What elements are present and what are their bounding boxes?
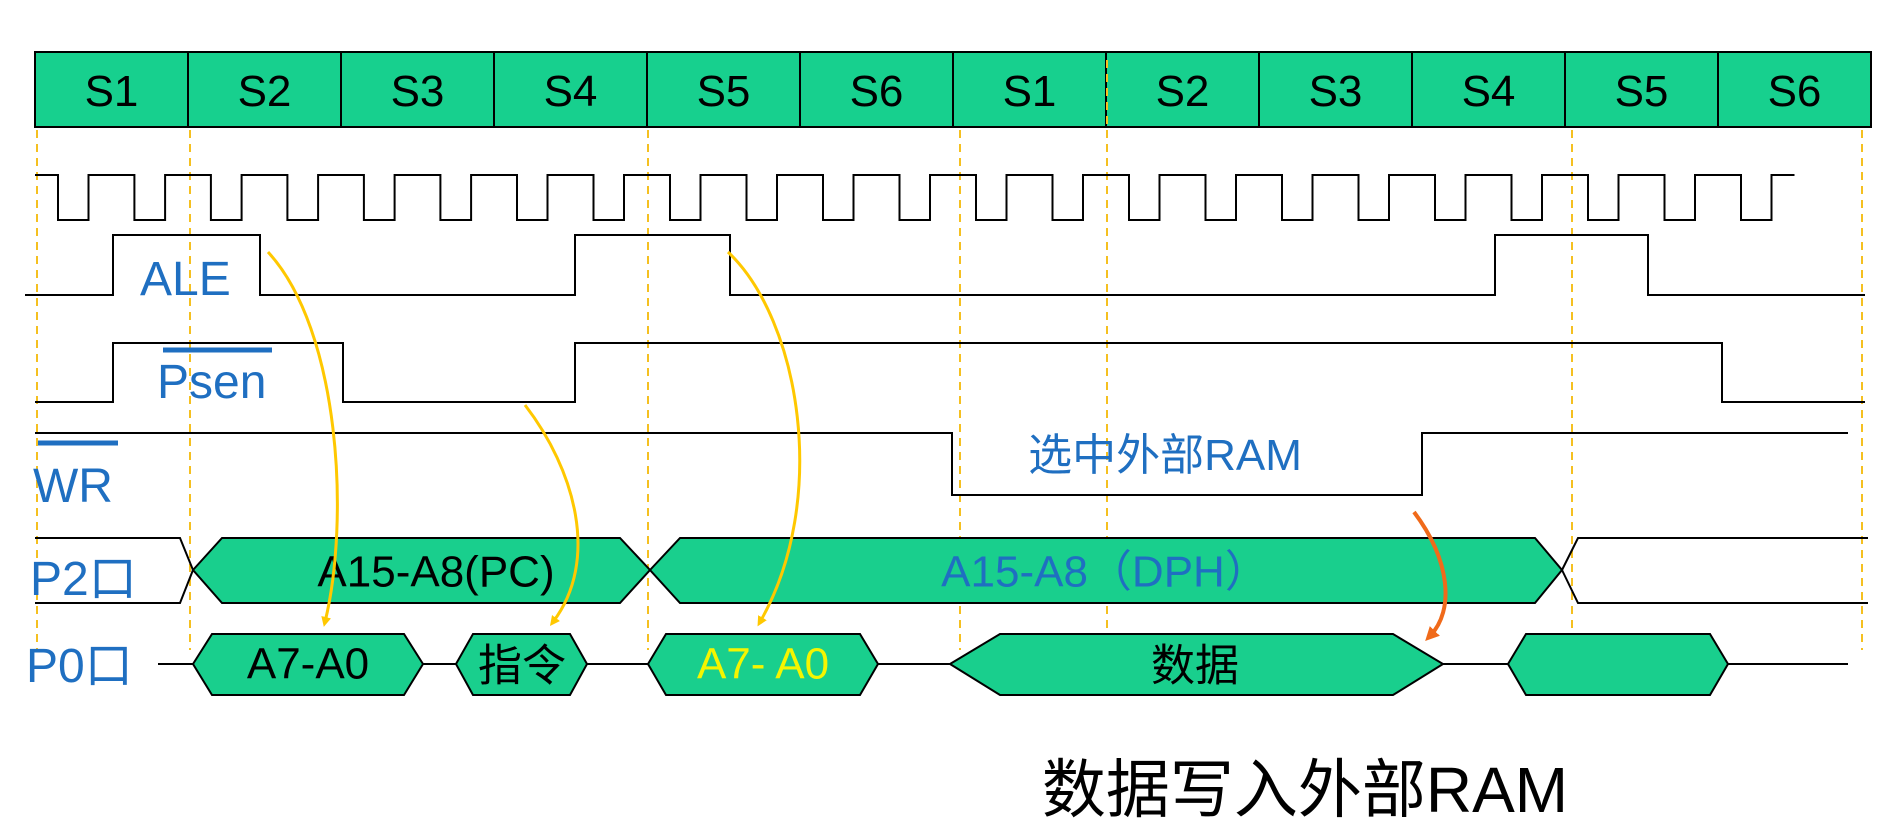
state-box [799,51,954,128]
causal-arrows [266,250,1448,642]
state-box [646,51,801,128]
state-label: S5 [697,67,751,116]
state-label: S3 [1309,67,1363,116]
state-label: S3 [391,67,445,116]
psen-label: Psen [157,356,266,409]
p0-addr2-text: A7- A0 [697,640,829,689]
state-label: S2 [1156,67,1210,116]
clock-waveform [35,174,1795,221]
state-box [1258,51,1413,128]
state-label: S5 [1615,67,1669,116]
p2-bus [35,537,1868,604]
state-box [1411,51,1566,128]
wr-waveform [35,432,1848,496]
state-box [340,51,495,128]
ale-waveform [25,234,1865,296]
ram-select-annotation: 选中外部RAM [1028,431,1302,480]
state-label: S6 [1768,67,1822,116]
state-label: S6 [850,67,904,116]
state-label: S4 [544,67,598,116]
state-row: S1 S2 S3 S4 S5 S6 S1 S2 S3 S4 S5 S6 [34,51,1872,128]
p0-data-text: 数据 [1151,642,1239,691]
state-label: S1 [85,67,139,116]
p0-bus [158,633,1848,696]
state-label: S4 [1462,67,1516,116]
p0-addr1-text: A7-A0 [247,640,369,689]
state-box [187,51,342,128]
state-label: S1 [1003,67,1057,116]
p0-instr-text: 指令 [478,642,566,691]
state-box [952,51,1107,128]
state-box [1717,51,1872,128]
psen-waveform [35,342,1865,403]
p2-pc-text: A15-A8(PC) [317,548,554,597]
wr-label: WR [33,460,113,513]
state-label: S2 [238,67,292,116]
ale-label: ALE [140,253,231,306]
p2-dph-text: A15-A8（DPH） [941,548,1269,597]
p2-label: P2口 [30,553,137,606]
state-box [34,51,189,128]
diagram-title: 数据写入外部RAM [1042,754,1568,826]
p0-label: P0口 [26,640,133,693]
